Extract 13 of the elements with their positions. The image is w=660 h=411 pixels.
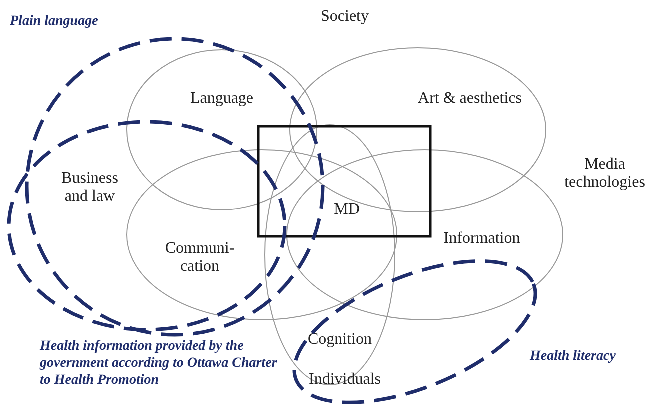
set-label: Information bbox=[442, 230, 522, 248]
set-label: Language bbox=[189, 90, 255, 108]
annotation-text: Plain language bbox=[10, 13, 100, 30]
category-label: Media technologies bbox=[564, 156, 646, 192]
category-label: Society bbox=[320, 8, 370, 26]
category-label: Business and law bbox=[60, 170, 120, 206]
annotation-text: Health literacy bbox=[530, 348, 617, 365]
annotation-text: Health information provided by the government according to Ottawa Charter to Health Promotion bbox=[40, 338, 278, 389]
category-label: Individuals bbox=[308, 371, 382, 389]
set-label: Art & aesthetics bbox=[417, 90, 523, 108]
set-label: MD bbox=[333, 201, 361, 219]
set-label: Communi- cation bbox=[165, 240, 235, 276]
set-label: Cognition bbox=[306, 331, 373, 349]
